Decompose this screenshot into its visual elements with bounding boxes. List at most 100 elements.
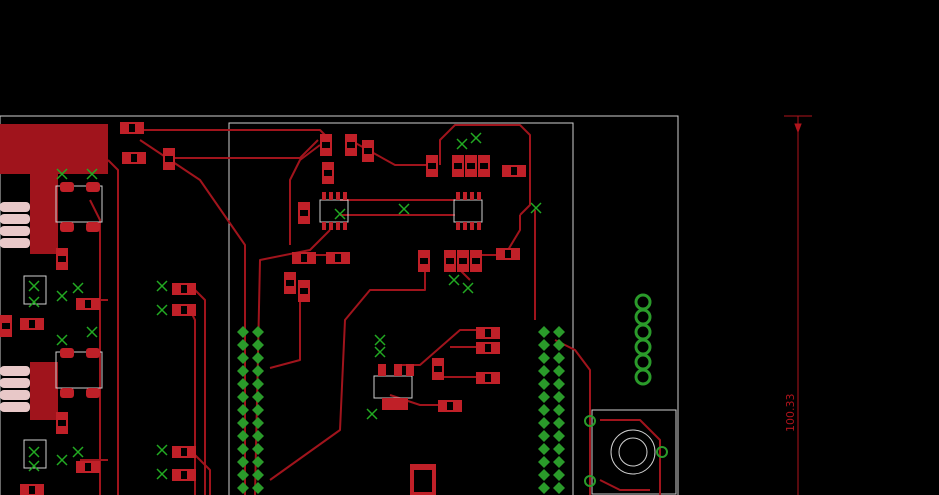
smd-part[interactable] [122,152,146,164]
smd-part[interactable] [476,372,500,384]
via-pad[interactable] [553,430,565,442]
round-pad-column[interactable] [634,293,652,386]
via-pad[interactable] [538,456,550,468]
via-pad[interactable] [553,352,565,364]
via-pad[interactable] [237,404,249,416]
smd-part[interactable] [322,162,334,184]
smd-part[interactable] [438,400,462,412]
smd-part[interactable] [362,140,374,162]
via-pad[interactable] [553,469,565,481]
smd-part[interactable] [56,412,68,434]
via-pad[interactable] [553,443,565,455]
smd-part[interactable] [457,250,469,272]
smd-part[interactable] [298,202,310,224]
via-pad[interactable] [538,443,550,455]
round-pad[interactable] [634,308,652,326]
via-pad[interactable] [538,417,550,429]
via-pad[interactable] [553,404,565,416]
via-pad[interactable] [237,378,249,390]
via-pad[interactable] [538,404,550,416]
smd-part[interactable] [465,155,477,177]
via-pad[interactable] [237,326,249,338]
via-pad[interactable] [252,456,264,468]
smd-part[interactable] [320,134,332,156]
smd-part[interactable] [172,304,196,316]
via-pad[interactable] [237,430,249,442]
via-pad[interactable] [553,391,565,403]
via-pad[interactable] [553,365,565,377]
smd-part[interactable] [418,250,430,272]
smd-components[interactable] [0,122,526,495]
via-pad[interactable] [237,482,249,494]
via-pad[interactable] [538,352,550,364]
smd-part[interactable] [298,280,310,302]
via-pad[interactable] [252,391,264,403]
via-pad[interactable] [252,326,264,338]
via-pad[interactable] [538,391,550,403]
via-pad[interactable] [538,430,550,442]
via-pad[interactable] [237,443,249,455]
round-pad[interactable] [634,368,652,386]
via-pad[interactable] [237,365,249,377]
via-pad[interactable] [252,469,264,481]
smd-part[interactable] [120,122,144,134]
via-pad[interactable] [252,417,264,429]
via-pad[interactable] [553,378,565,390]
bottom-component[interactable] [410,464,436,495]
smd-part[interactable] [56,248,68,270]
smd-part[interactable] [426,155,438,177]
via-pad[interactable] [237,391,249,403]
smd-part[interactable] [345,134,357,156]
via-pad[interactable] [252,404,264,416]
smd-part[interactable] [172,446,196,458]
via-pad[interactable] [252,339,264,351]
smd-part[interactable] [478,155,490,177]
via-pad[interactable] [237,417,249,429]
smd-part[interactable] [20,484,44,495]
header-vias[interactable] [237,326,565,494]
smd-part[interactable] [502,165,526,177]
via-pad[interactable] [252,365,264,377]
via-pad[interactable] [237,339,249,351]
via-pad[interactable] [237,469,249,481]
via-pad[interactable] [538,469,550,481]
smd-part[interactable] [76,461,100,473]
round-pad[interactable] [634,323,652,341]
smd-part[interactable] [292,252,316,264]
via-pad[interactable] [237,456,249,468]
smd-part[interactable] [284,272,296,294]
smd-part[interactable] [432,358,444,380]
smd-part[interactable] [470,250,482,272]
round-pad[interactable] [634,338,652,356]
via-pad[interactable] [538,339,550,351]
smd-part[interactable] [326,252,350,264]
via-pad[interactable] [252,482,264,494]
smd-part[interactable] [452,155,464,177]
smd-part[interactable] [76,298,100,310]
via-pad[interactable] [538,378,550,390]
via-pad[interactable] [237,352,249,364]
via-pad[interactable] [538,365,550,377]
via-pad[interactable] [252,378,264,390]
smd-part[interactable] [163,148,175,170]
smd-part[interactable] [496,248,520,260]
via-pad[interactable] [553,417,565,429]
via-pad[interactable] [553,456,565,468]
smd-part[interactable] [172,283,196,295]
smd-part[interactable] [444,250,456,272]
pot-pads[interactable] [584,415,668,487]
smd-part[interactable] [172,469,196,481]
via-pad[interactable] [252,352,264,364]
via-pad[interactable] [553,339,565,351]
smd-part[interactable] [20,318,44,330]
via-pad[interactable] [252,430,264,442]
smd-part[interactable] [476,327,500,339]
via-pad[interactable] [252,443,264,455]
round-pad[interactable] [634,293,652,311]
via-pad[interactable] [553,326,565,338]
via-pad[interactable] [538,326,550,338]
smd-part[interactable] [0,315,12,337]
smd-part[interactable] [476,342,500,354]
via-pad[interactable] [553,482,565,494]
